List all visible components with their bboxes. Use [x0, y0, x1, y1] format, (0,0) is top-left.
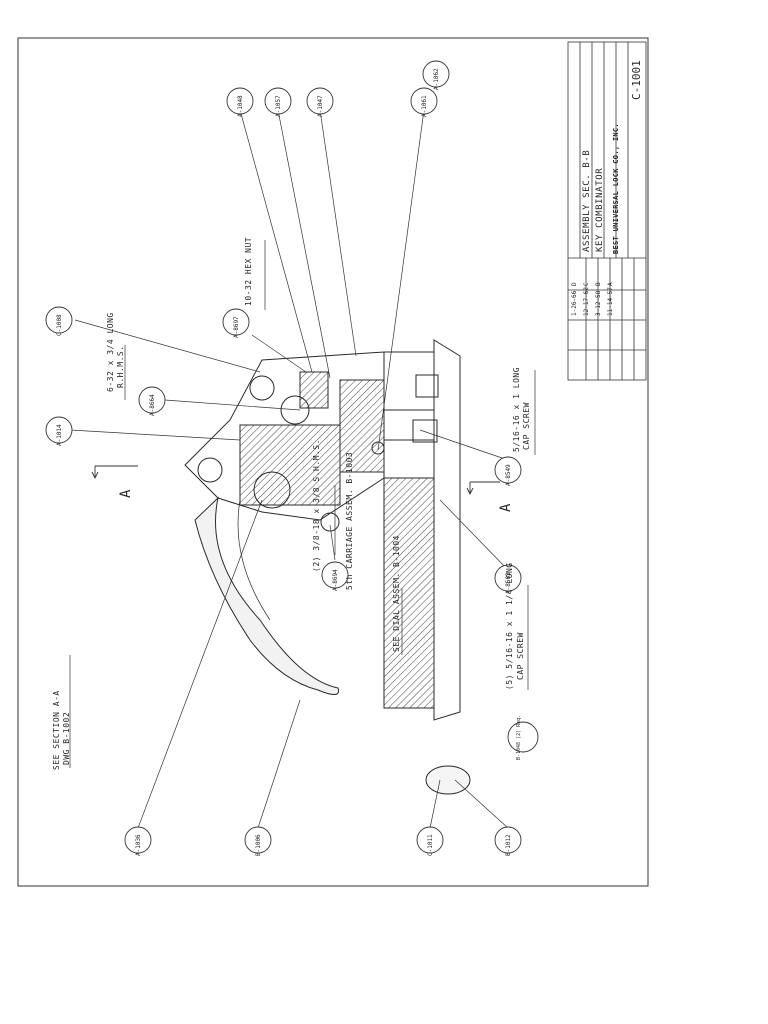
balloon-label: A-1062 — [433, 68, 440, 90]
revision-letter: B — [595, 282, 602, 286]
note-cap-screw-long: CAP SCREW — [516, 632, 525, 680]
balloon-label: C-1011 — [427, 834, 434, 856]
section-letter-right: A — [498, 503, 514, 512]
assembly-body — [184, 339, 471, 795]
note-hex-nut: 10-32 HEX NUT — [244, 236, 253, 306]
note-see-section-dwg: DWG B-1002 — [62, 711, 71, 765]
balloon-a8549 — [494, 456, 522, 484]
note-shms: (2) 3/8-18 x 3/8 S.H.M.S. — [312, 439, 321, 572]
change-date: 3-12-58 — [595, 290, 602, 316]
title-line-2: KEY COMBINATOR — [595, 167, 605, 252]
balloon-label: A-1057 — [275, 95, 282, 117]
title-block — [567, 41, 647, 381]
section-line-a — [91, 465, 500, 496]
balloon-label: A-1014 — [56, 424, 63, 446]
balloon-a1048 — [226, 87, 254, 115]
note-carriage-assembly: 5th CARRIAGE ASSEM. B-1003 — [345, 451, 354, 590]
balloon-label: A-1036 — [135, 834, 142, 856]
balloon-a8563 — [494, 564, 522, 592]
change-date: 1-26-66 — [571, 290, 578, 316]
balloon-label: A-8549 — [505, 464, 512, 486]
note-underlines — [69, 240, 536, 768]
balloon-a1047 — [306, 87, 334, 115]
note-see-section: SEE SECTION A-A — [52, 690, 61, 770]
balloon-label: A-8697 — [233, 316, 240, 338]
note-rhms-size: 6-32 x 3/4 LONG — [106, 312, 115, 392]
balloon-a8694 — [321, 561, 349, 589]
balloon-a1057 — [264, 87, 292, 115]
balloon-label: C-1008 — [56, 314, 63, 336]
drawing-number: C-1001 — [630, 60, 643, 100]
note-cap-screw-size: 5/16-16 x 1 LONG — [512, 366, 521, 452]
note-rhms: R.H.M.S. — [116, 345, 125, 388]
balloon-a8697 — [222, 308, 250, 336]
balloon-label: B-1006 — [255, 834, 262, 856]
balloon-a8664 — [138, 386, 166, 414]
balloon-b1048 — [507, 721, 539, 753]
balloon-label: B-1048 (2) Req. — [516, 714, 522, 760]
revision-letter: D — [571, 282, 578, 286]
balloon-label: A-1061 — [421, 95, 428, 117]
balloon-c1011 — [416, 826, 444, 854]
balloon-label: A-1048 — [237, 95, 244, 117]
revision-letter: C — [583, 282, 590, 286]
balloon-a1062 — [422, 60, 450, 88]
change-date: 11-14-57 — [607, 287, 614, 316]
balloon-label: A-1047 — [317, 95, 324, 117]
balloon-label: A-8664 — [149, 394, 156, 416]
change-date: 12-17-62 — [583, 287, 590, 316]
leader-lines — [69, 109, 509, 829]
balloon-label: B-1012 — [505, 834, 512, 856]
revision-letter: A — [607, 282, 614, 286]
company-name: BEST UNIVERSAL LOCK CO., INC. — [612, 123, 620, 254]
balloon-a1036 — [124, 826, 152, 854]
balloon-b1012 — [494, 826, 522, 854]
title-line-1: ASSEMBLY SEC. B-B — [582, 149, 592, 252]
balloons — [45, 60, 539, 854]
section-letter-left: A — [118, 489, 134, 498]
balloon-label: A-8563 — [505, 572, 512, 594]
note-dial-assembly: SEE DIAL ASSEM. B-1004 — [392, 535, 401, 652]
balloon-c1008 — [45, 306, 73, 334]
balloon-a1014 — [45, 416, 73, 444]
note-cap-screw: CAP SCREW — [522, 402, 531, 450]
drawing-border — [17, 37, 649, 887]
balloon-a1061 — [410, 87, 438, 115]
balloon-label: A-8694 — [332, 569, 339, 591]
balloon-b1006 — [244, 826, 272, 854]
